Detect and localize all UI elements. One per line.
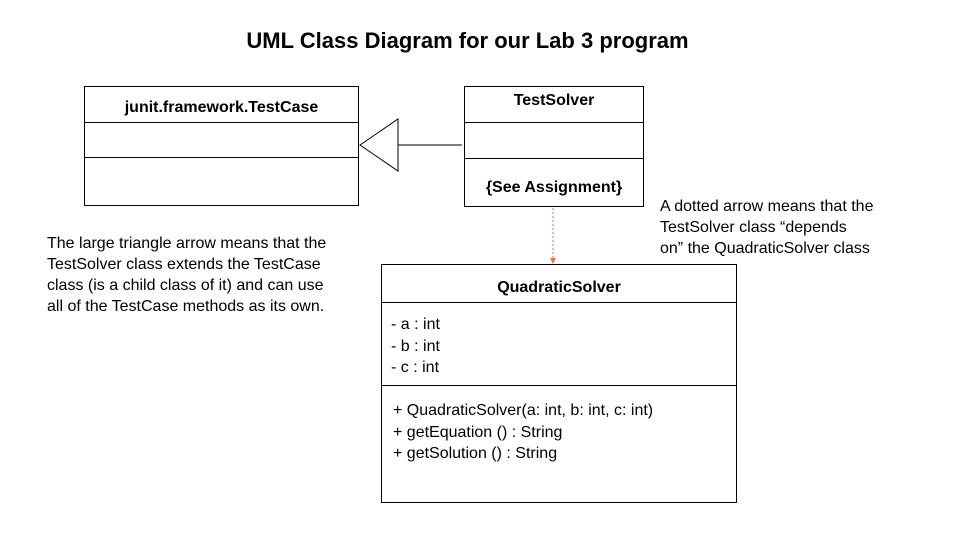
dependency-note: A dotted arrow means that the TestSolver… [660,198,874,257]
attribute-item: - a : int [391,316,440,333]
dependency-arrowhead [550,258,556,264]
class-testsolver[interactable]: TestSolver {See Assignment} [464,86,644,207]
operation-list: + QuadraticSolver(a: int, b: int, c: int… [393,400,653,465]
class-testsolver-name: TestSolver [513,92,595,109]
generalization-triangle [359,118,399,172]
operation-item: + QuadraticSolver(a: int, b: int, c: int… [393,402,654,419]
attribute-item: - b : int [391,337,440,355]
class-testsolver-operations: {See Assignment} [485,179,623,196]
class-divider [465,158,643,159]
class-quadraticsolver-name: QuadraticSolver [497,279,621,296]
operation-item: + getSolution () : String [393,445,558,462]
class-divider [382,385,736,386]
diagram-title: UML Class Diagram for our Lab 3 program [246,28,689,53]
operation-item: + getEquation () : String [393,423,563,441]
class-divider [85,122,358,123]
attribute-list: - a : int - b : int - c : int [391,314,440,379]
class-quadraticsolver[interactable]: QuadraticSolver - a : int - b : int - c … [381,264,737,503]
class-divider [382,302,736,303]
class-divider [85,157,358,158]
inheritance-note: The large triangle arrow means that the … [47,235,327,315]
attribute-item: - c : int [391,359,440,376]
class-testcase[interactable]: junit.framework.TestCase [84,86,359,206]
class-testcase-name: junit.framework.TestCase [124,99,319,116]
class-divider [465,122,643,123]
